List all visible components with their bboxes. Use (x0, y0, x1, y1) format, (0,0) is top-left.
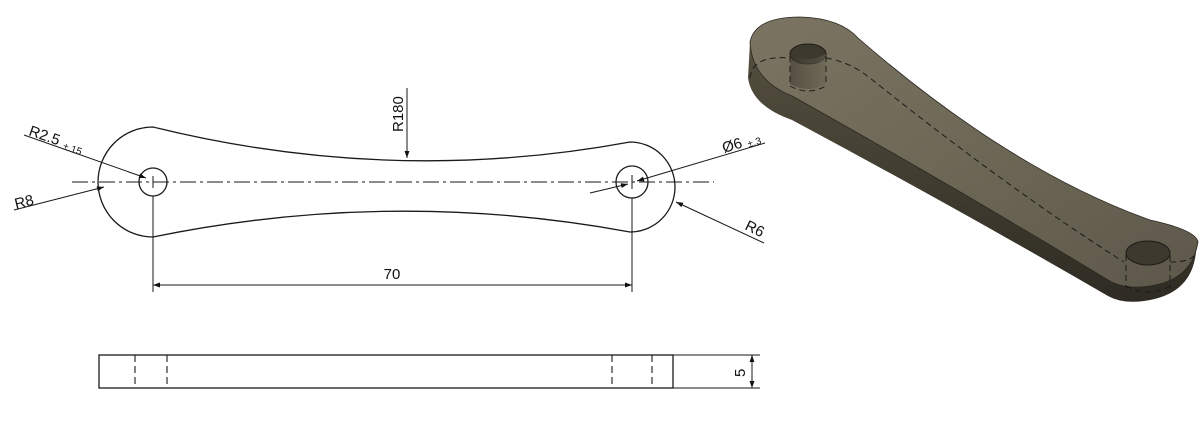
dimension-radius-arc: R180 (390, 88, 410, 158)
solid-top-face (749, 16, 1199, 288)
diameter-hole-label: Ø6 (720, 135, 744, 157)
side-outline (98, 354, 674, 389)
dimension-center-distance: 70 (152, 196, 633, 292)
radius-hole-tolerance: ±.15 (61, 141, 83, 158)
svg-text:Ø6 ±.3: Ø6 ±.3 (720, 129, 763, 158)
side-view: 5 (98, 354, 760, 389)
top-view (72, 126, 714, 238)
isometric-3d-view (748, 16, 1199, 302)
part-outline (97, 126, 676, 238)
thickness-label: 5 (732, 369, 749, 377)
radius-hole-label: R2.5 (27, 123, 62, 149)
dimension-radius-hole: R2.5 ±.15 (23, 123, 147, 179)
dimension-diameter-hole: Ø6 ±.3 (589, 129, 766, 194)
diameter-hole-tolerance: ±.3 (746, 136, 763, 151)
dimension-radius-end: R8 (13, 186, 105, 213)
radius-end-label: R8 (13, 192, 36, 213)
svg-text:R2.5 ±.15: R2.5 ±.15 (26, 123, 85, 158)
radius-arc-label: R180 (390, 96, 407, 132)
radius-right-end-label: R6 (742, 217, 767, 241)
dimension-radius-right-end: R6 (675, 201, 767, 244)
center-distance-label: 70 (384, 266, 401, 283)
right-hole-3d (1125, 240, 1171, 266)
